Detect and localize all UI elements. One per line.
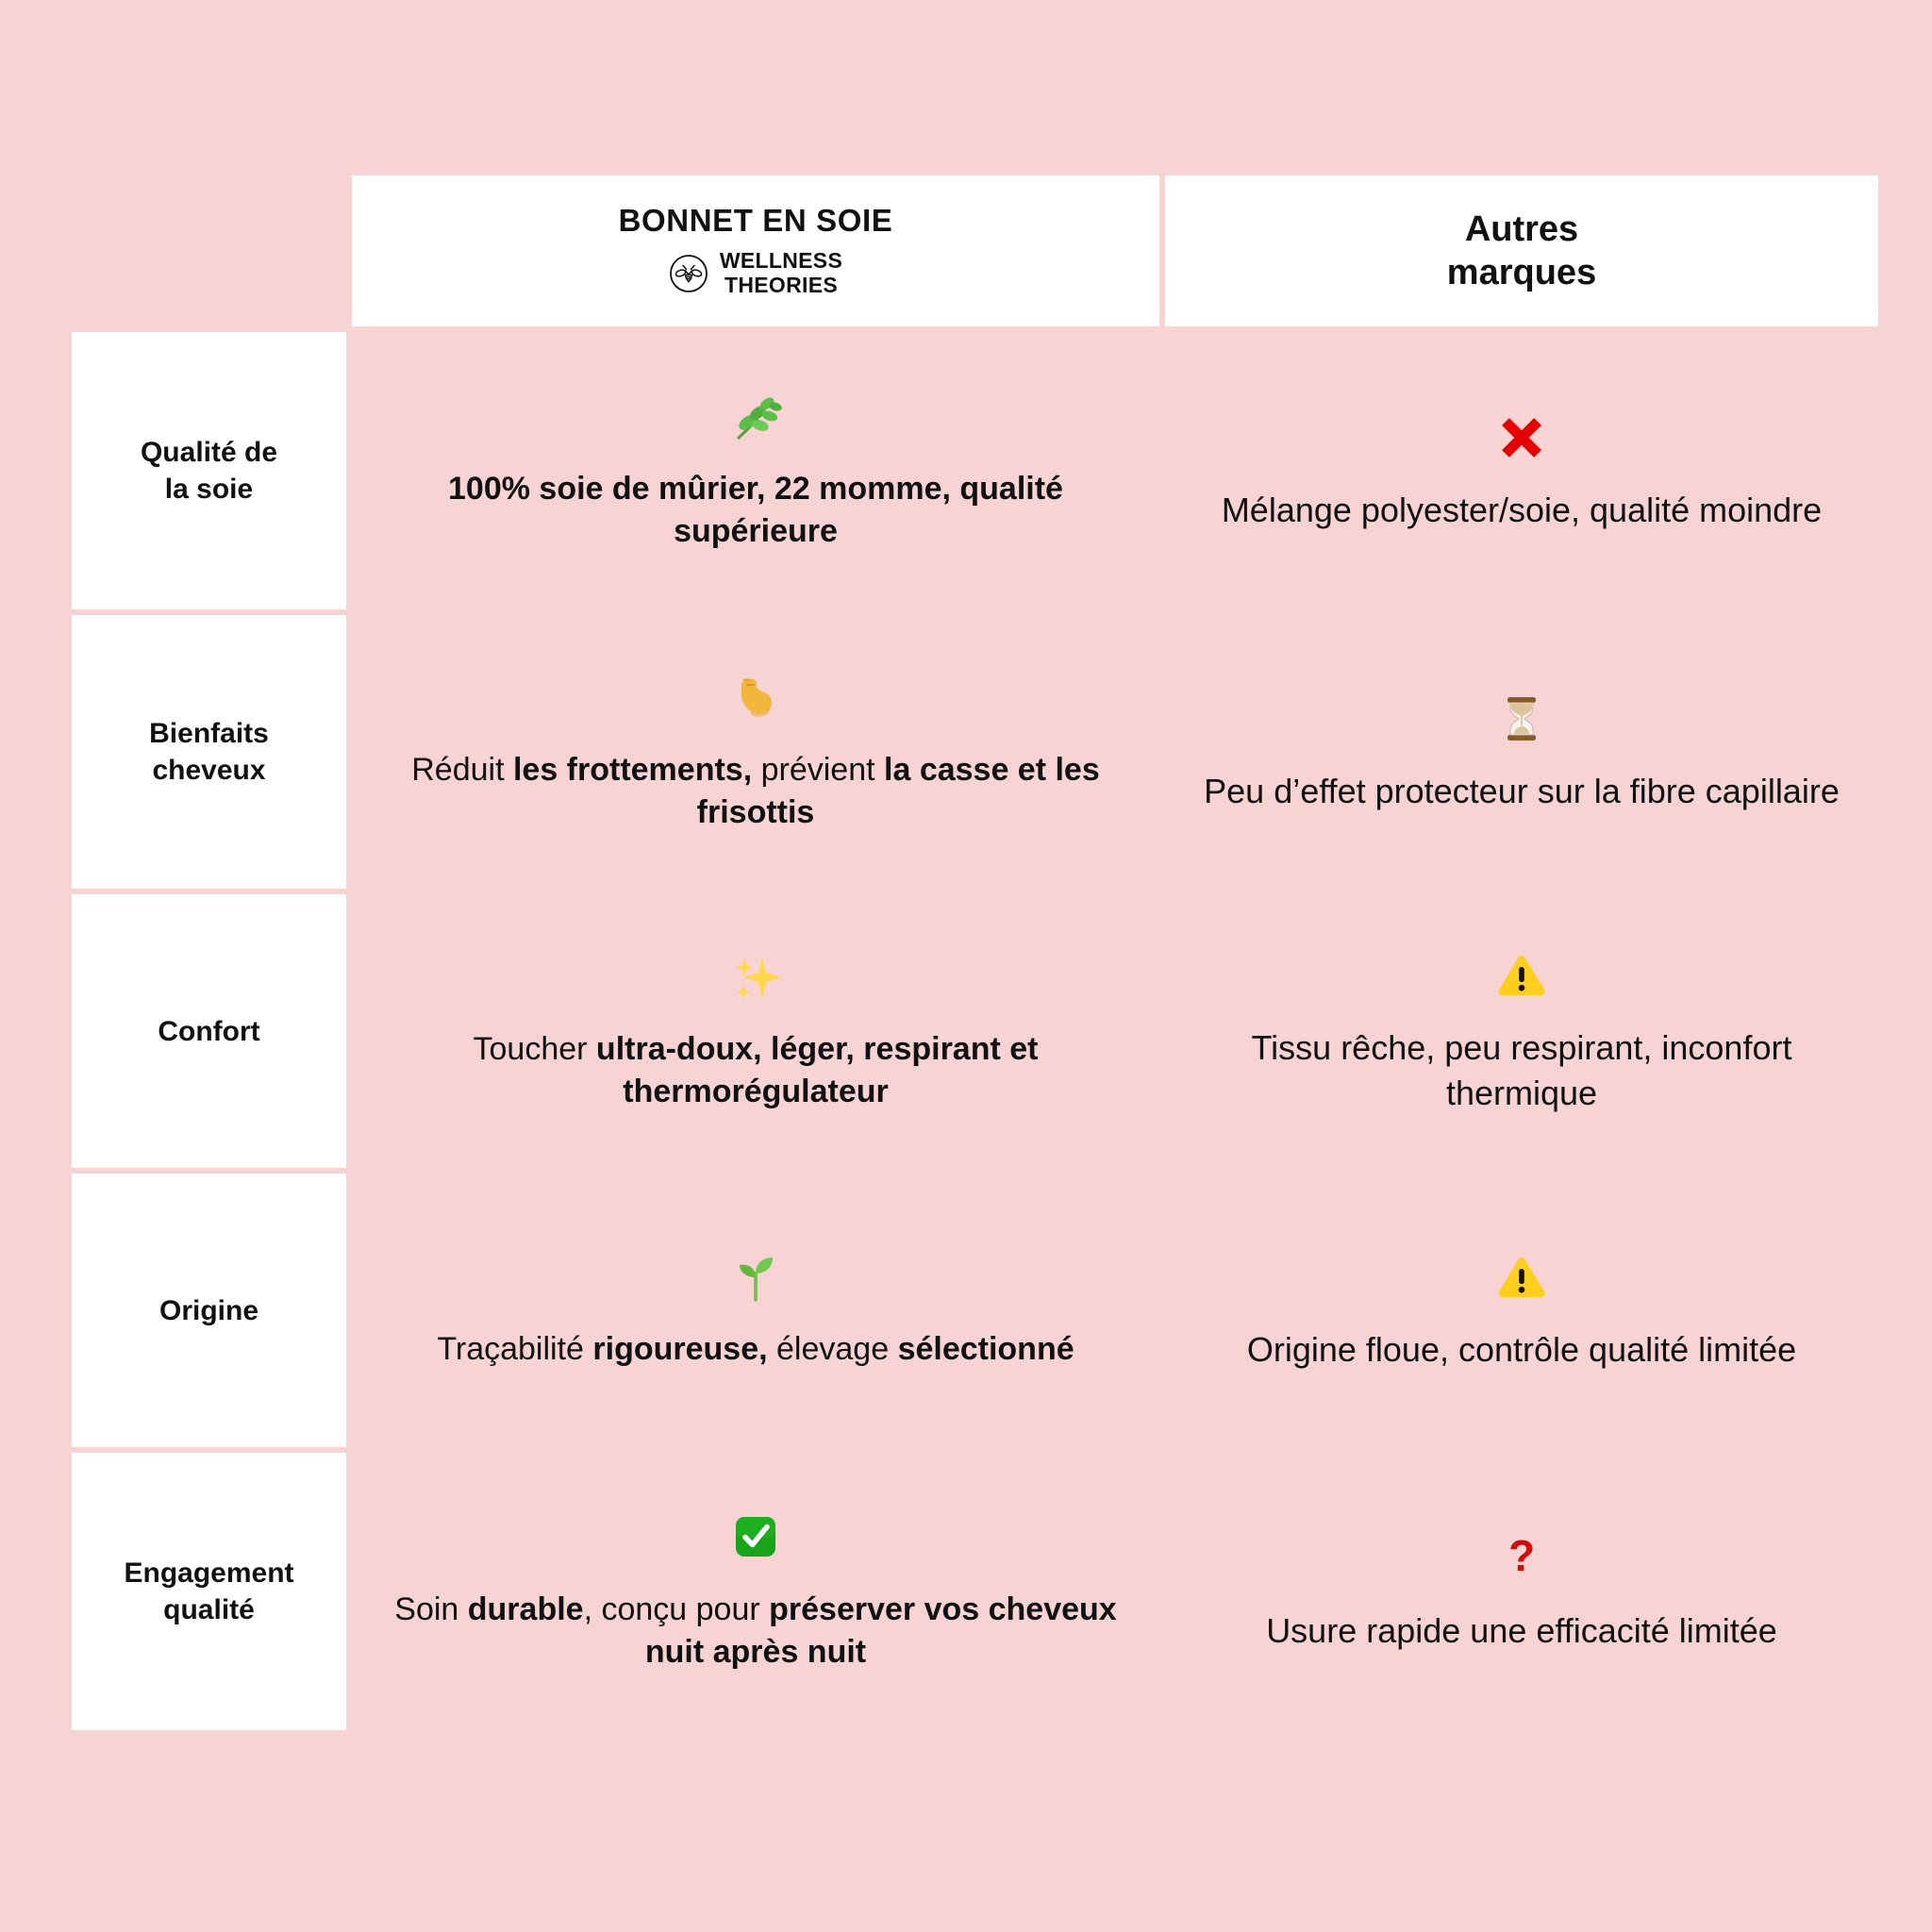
- row-5-other-text: Usure rapide une efficacité limitée: [1266, 1611, 1777, 1651]
- row-1-other-cell: Mélange polyester/soie, qualité moindre: [1165, 332, 1878, 609]
- bee-circle-icon: [669, 254, 708, 293]
- seedling-icon: [726, 1249, 785, 1307]
- row-label-line-1: Origine: [158, 1294, 258, 1326]
- row-2-brand-cell: Réduit les frottements, prévient la cass…: [352, 615, 1159, 889]
- row-label-confort: Confort: [72, 894, 346, 1168]
- row-3-other-cell: Tissu rêche, peu respirant, inconfort th…: [1165, 894, 1878, 1168]
- row-label-engagement-qualite: Engagement qualité: [72, 1453, 346, 1730]
- other-brands-line-2: marques: [1446, 253, 1597, 292]
- row-1-brand-text: 100% soie de mûrier, 22 momme, qualité s…: [448, 470, 1063, 549]
- row-label-line-2: qualité: [163, 1594, 255, 1625]
- row-label-line-2: la soie: [164, 474, 254, 505]
- row-4-brand-text: Traçabilité rigoureuse, élevage sélectio…: [437, 1331, 1074, 1368]
- row-5-brand-text: Soin durable, conçu pour préserver vos c…: [394, 1591, 1117, 1670]
- other-brands-title: Autres marques: [1447, 208, 1596, 295]
- brand-subtitle-line-2: THEORIES: [724, 273, 838, 298]
- red-cross-mark-icon: [1492, 408, 1551, 467]
- row-4-other-cell: Origine floue, contrôle qualité limitée: [1165, 1174, 1878, 1447]
- row-2-other-text: Peu d’effet protecteur sur la fibre capi…: [1204, 772, 1840, 811]
- header-other-column: Autres marques: [1165, 175, 1878, 326]
- header-brand-column: BONNET EN SOIE WELLNESS: [352, 175, 1159, 326]
- warning-triangle-icon: [1492, 946, 1551, 1005]
- brand-title: BONNET EN SOIE: [618, 203, 893, 239]
- row-4-other-text: Origine floue, contrôle qualité limitée: [1246, 1330, 1797, 1370]
- red-question-mark-icon: ?: [1492, 1529, 1551, 1588]
- warning-triangle-icon: [1492, 1248, 1551, 1307]
- herb-leaf-icon: [726, 389, 785, 447]
- other-brands-line-1: Autres: [1464, 208, 1579, 249]
- brand-subtitle-line-1: WELLNESS: [719, 248, 843, 274]
- row-3-brand-cell: Toucher ultra-doux, léger, respirant et …: [352, 894, 1159, 1168]
- row-1-brand-cell: 100% soie de mûrier, 22 momme, qualité s…: [352, 332, 1159, 609]
- sparkles-icon: [726, 949, 785, 1008]
- brand-logo-row: WELLNESS THEORIES: [669, 249, 842, 298]
- row-label-origine: Origine: [72, 1174, 346, 1447]
- header-label-spacer: [72, 175, 346, 326]
- row-1-other-text: Mélange polyester/soie, qualité moindre: [1221, 491, 1823, 530]
- row-3-other-text: Tissu rêche, peu respirant, inconfort th…: [1251, 1028, 1792, 1112]
- brand-subtitle: WELLNESS THEORIES: [720, 249, 842, 298]
- row-label-qualite-de-la-soie: Qualité de la soie: [72, 332, 346, 609]
- row-label-line-2: cheveux: [152, 755, 266, 786]
- row-2-brand-text: Réduit les frottements, prévient la cass…: [411, 751, 1100, 830]
- svg-text:?: ?: [1508, 1531, 1535, 1580]
- row-2-other-cell: Peu d’effet protecteur sur la fibre capi…: [1165, 615, 1878, 889]
- flexed-biceps-icon: [726, 670, 785, 728]
- row-label-line-1: Bienfaits: [149, 718, 269, 749]
- row-label-bienfaits-cheveux: Bienfaits cheveux: [72, 615, 346, 889]
- green-check-mark-icon: [726, 1509, 785, 1568]
- hourglass-icon: [1492, 690, 1551, 748]
- comparison-table: BONNET EN SOIE WELLNESS: [72, 175, 1878, 1730]
- row-5-other-cell: ? Usure rapide une efficacité limitée: [1165, 1453, 1878, 1730]
- row-3-brand-text: Toucher ultra-doux, léger, respirant et …: [473, 1030, 1039, 1109]
- row-5-brand-cell: Soin durable, conçu pour préserver vos c…: [352, 1453, 1159, 1730]
- row-label-line-1: Qualité de: [140, 437, 278, 468]
- row-label-line-1: Engagement: [124, 1557, 294, 1589]
- row-4-brand-cell: Traçabilité rigoureuse, élevage sélectio…: [352, 1174, 1159, 1447]
- row-label-line-1: Confort: [158, 1015, 260, 1047]
